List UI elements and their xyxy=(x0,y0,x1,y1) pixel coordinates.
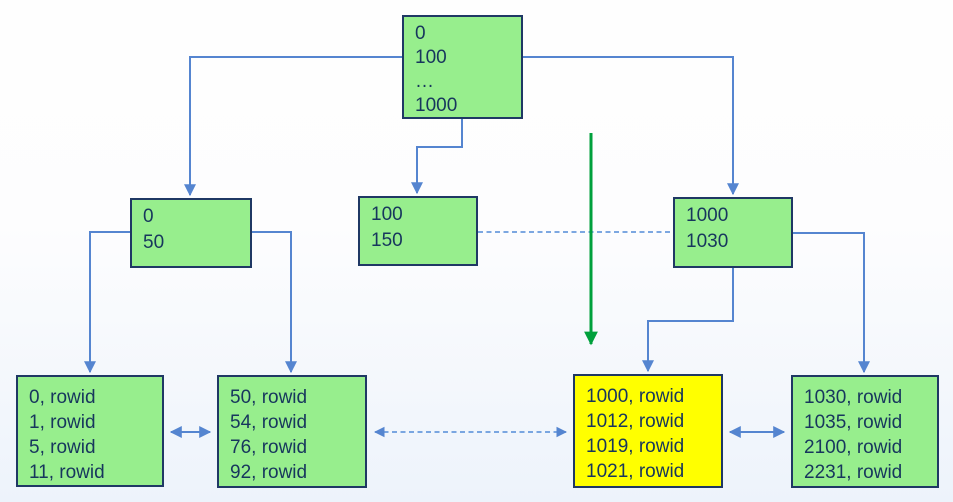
node-line: 5, rowid xyxy=(29,437,96,458)
node-line: 1030, rowid xyxy=(804,387,903,408)
node-line: … xyxy=(415,71,434,92)
node-line: 0 xyxy=(143,206,154,227)
node-line: 100 xyxy=(415,47,447,68)
node-line: 54, rowid xyxy=(230,412,308,433)
node-line: 1019, rowid xyxy=(586,436,685,457)
root-node: 0 100 … 1000 xyxy=(402,15,523,119)
node-line: 50 xyxy=(143,232,165,253)
node-line: 1000, rowid xyxy=(586,386,685,407)
node-line: 2231, rowid xyxy=(804,462,903,483)
node-line: 76, rowid xyxy=(230,437,308,458)
node-line: 0, rowid xyxy=(29,387,96,408)
node-line: 1035, rowid xyxy=(804,412,903,433)
connector-root-to-branch-right xyxy=(523,56,739,196)
leaf-node-4: 1030, rowid 1035, rowid 2100, rowid 2231… xyxy=(791,375,939,488)
node-line: 1000 xyxy=(686,205,729,226)
node-line: 0 xyxy=(415,23,426,44)
connector-branch-right-to-leaf-4 xyxy=(793,232,870,374)
connector-branch-right-to-leaf-3 xyxy=(642,268,734,373)
connector-root-to-branch-middle xyxy=(411,119,463,195)
node-line: 2100, rowid xyxy=(804,437,903,458)
branch-node-left: 0 50 xyxy=(130,198,252,268)
node-line: 150 xyxy=(371,230,403,251)
leaf-node-2: 50, rowid 54, rowid 76, rowid 92, rowid xyxy=(217,375,367,488)
leaf-node-1: 0, rowid 1, rowid 5, rowid 11, rowid xyxy=(16,375,164,487)
connector-branch-left-to-leaf-1 xyxy=(84,231,130,374)
branch-node-right: 1000 1030 xyxy=(673,197,793,268)
node-line: 50, rowid xyxy=(230,387,308,408)
node-line: 1000 xyxy=(415,95,458,116)
node-line: 1030 xyxy=(686,231,729,252)
node-line: 92, rowid xyxy=(230,462,308,483)
connector-root-to-branch-left xyxy=(184,56,402,197)
branch-node-middle: 100 150 xyxy=(358,196,478,266)
node-line: 11, rowid xyxy=(29,462,105,483)
node-line: 1, rowid xyxy=(29,412,96,433)
leaf-node-3-highlighted: 1000, rowid 1012, rowid 1019, rowid 1021… xyxy=(573,374,723,488)
node-line: 100 xyxy=(371,204,403,225)
node-line: 1021, rowid xyxy=(586,461,685,482)
node-line: 1012, rowid xyxy=(586,411,685,432)
connector-branch-left-to-leaf-2 xyxy=(252,231,297,374)
